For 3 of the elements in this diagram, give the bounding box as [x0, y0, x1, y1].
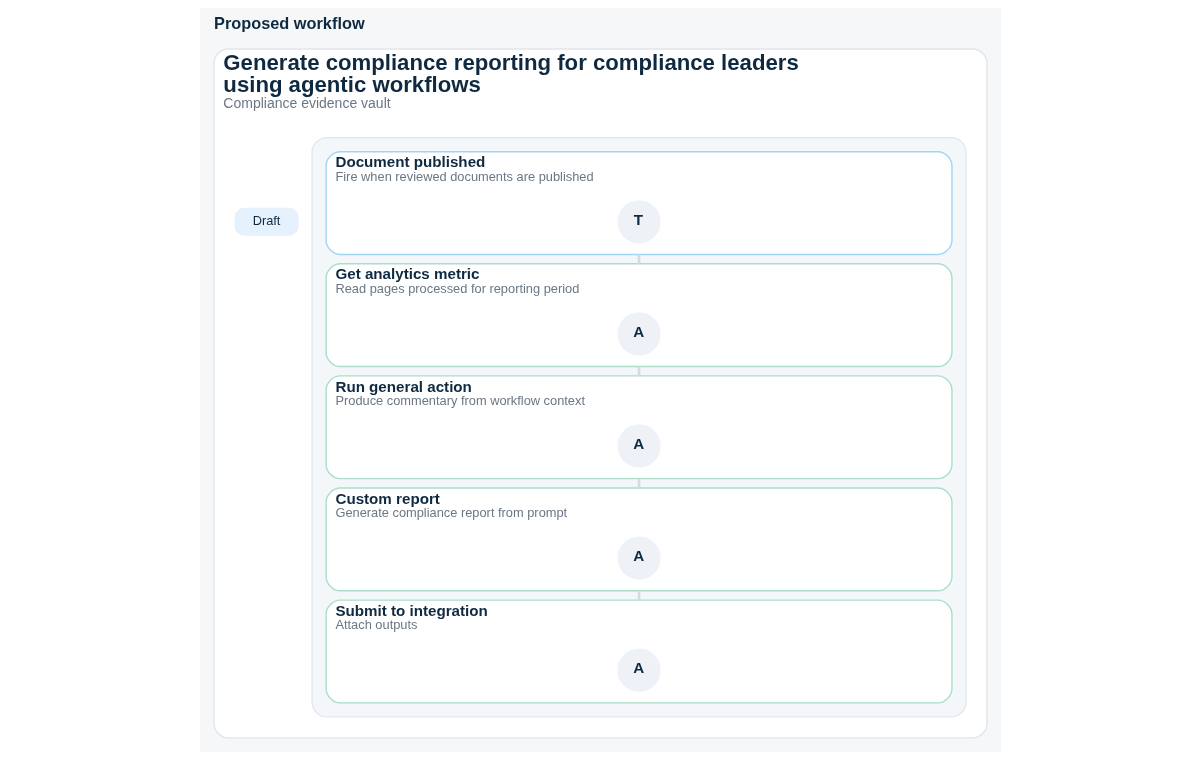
cluster	[310, 137, 967, 718]
node-box: Draft	[233, 207, 299, 236]
diagram-title: Proposed workflow	[213, 14, 365, 33]
